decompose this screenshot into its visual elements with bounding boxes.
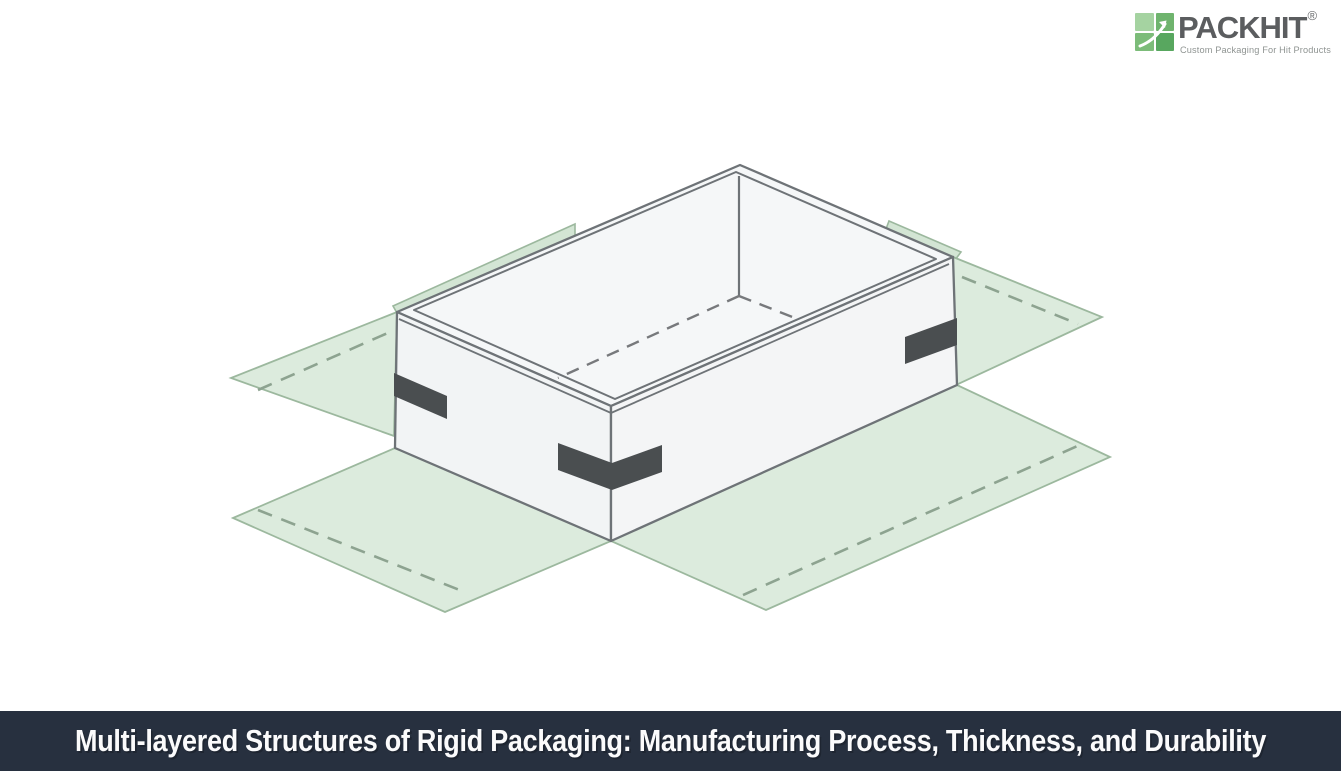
flap-upper-left xyxy=(228,310,398,438)
packhit-logo: PACKHIT ® Custom Packaging For Hit Produ… xyxy=(1135,9,1331,55)
title-banner: Multi-layered Structures of Rigid Packag… xyxy=(0,711,1341,771)
box-rim-inner-edge xyxy=(413,171,937,400)
fold-line-upper-right xyxy=(961,275,1079,326)
page-title: Multi-layered Structures of Rigid Packag… xyxy=(74,723,1267,758)
box-inner-bottom-dash-right xyxy=(738,294,796,320)
brand-tagline: Custom Packaging For Hit Products xyxy=(1180,45,1331,55)
fold-line-bottom-left xyxy=(257,508,468,595)
tape-front-corner-chevron xyxy=(558,443,662,490)
box-right-face xyxy=(609,255,959,543)
logo-grid-square-bottom-right xyxy=(1155,33,1174,51)
registered-mark-icon: ® xyxy=(1307,8,1318,23)
logo-grid-square-top-left xyxy=(1135,13,1154,31)
tape-right-wall xyxy=(905,318,957,364)
growth-arrow-icon xyxy=(1138,20,1167,48)
packhit-logo-icon xyxy=(1135,13,1174,51)
box-inner-bottom-dash-left xyxy=(557,294,740,380)
brand-name: PACKHIT xyxy=(1178,10,1307,45)
fold-line-bottom-right xyxy=(742,442,1083,597)
tape-left-wall xyxy=(394,373,447,419)
box-wrap-edge-line xyxy=(398,263,950,414)
flap-upper-right xyxy=(952,255,1105,387)
